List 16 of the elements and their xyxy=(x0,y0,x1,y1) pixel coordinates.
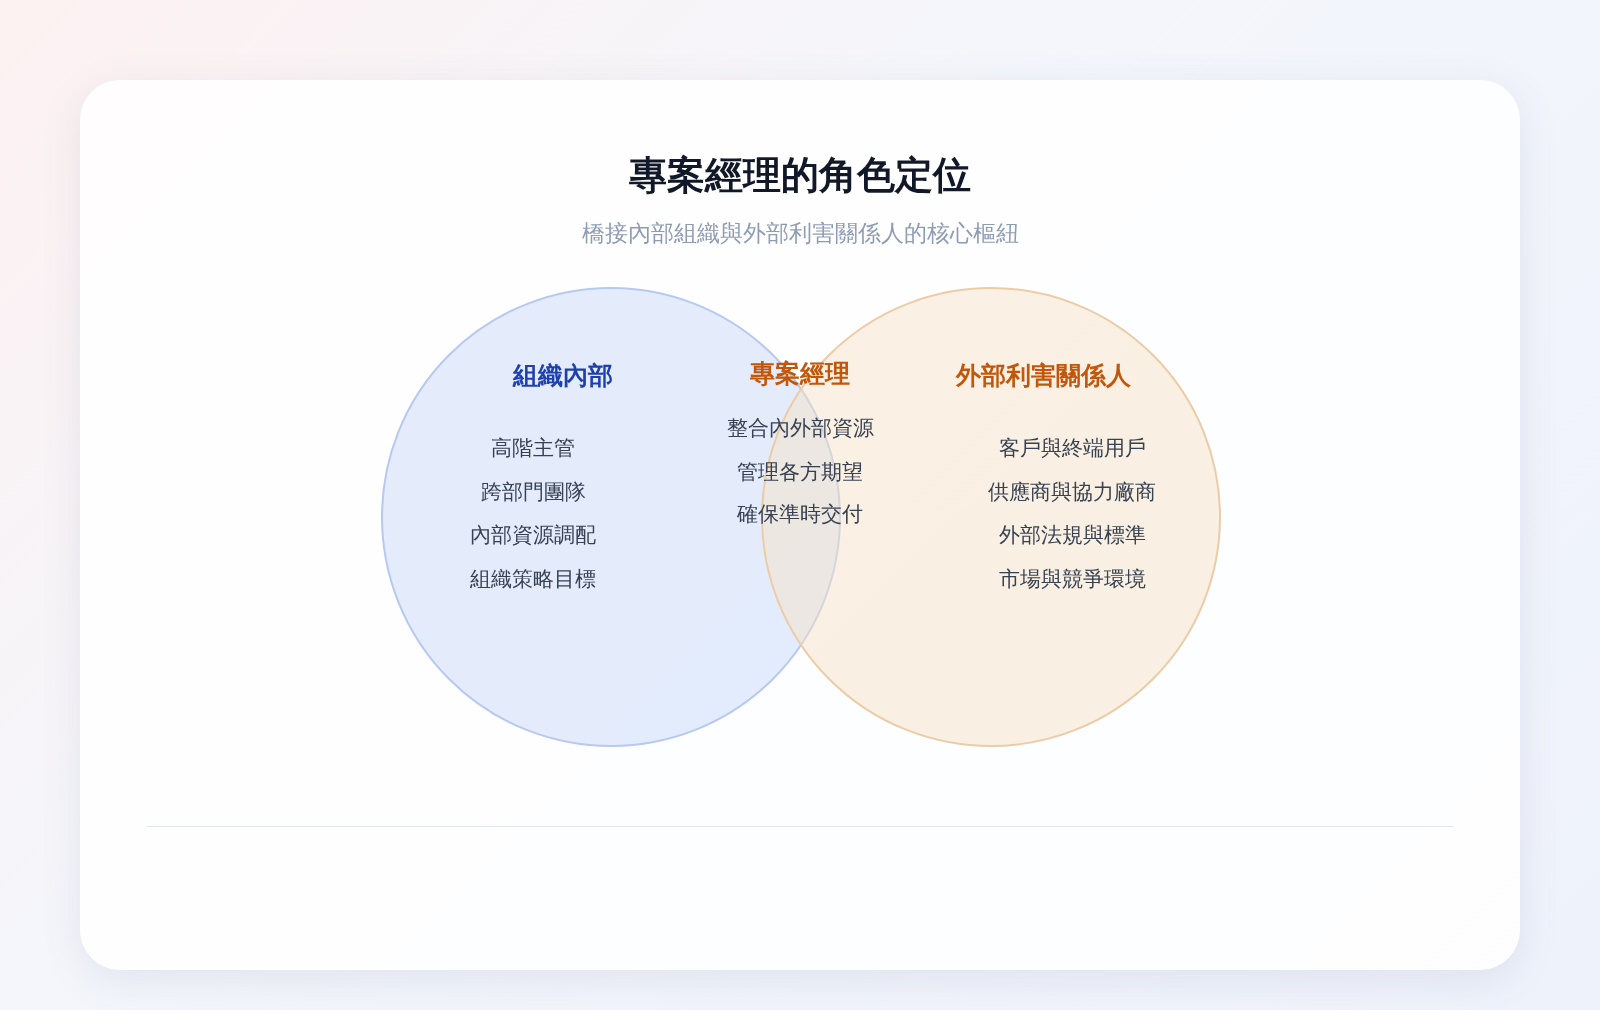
circle-heading: 組織內部 xyxy=(513,360,613,392)
overlap-heading: 專案經理 xyxy=(750,358,850,390)
overlap-item: 管理各方期望 xyxy=(737,459,863,486)
overlap-item: 整合內外部資源 xyxy=(726,415,874,442)
list-item: 跨部門團隊 xyxy=(480,479,586,506)
list-item: 供應商與協力廠商 xyxy=(988,479,1156,506)
overlap-item: 確保準時交付 xyxy=(737,501,863,528)
subtitle: 橋接內部組織與外部利害關係人的核心樞紐 xyxy=(581,219,1019,248)
list-item: 外部法規與標準 xyxy=(998,522,1146,549)
list-item: 內部資源調配 xyxy=(470,522,596,549)
list-item: 市場與競爭環境 xyxy=(998,566,1146,593)
list-item: 組織策略目標 xyxy=(470,566,596,593)
list-item: 高階主管 xyxy=(491,435,575,462)
title: 專案經理的角色定位 xyxy=(629,152,971,199)
circle-heading: 外部利害關係人 xyxy=(955,360,1131,392)
list-item: 客戶與終端用戶 xyxy=(998,435,1146,462)
